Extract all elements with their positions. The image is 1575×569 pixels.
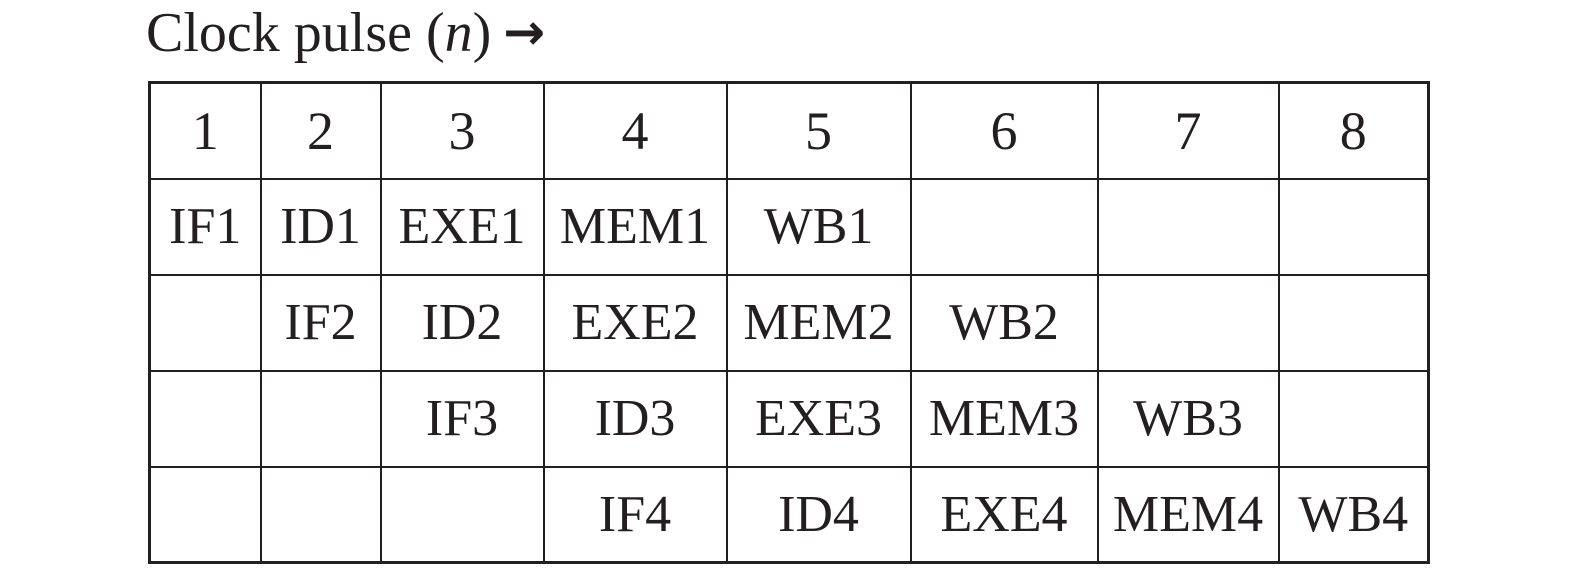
pipeline-stage-cell xyxy=(1277,177,1430,276)
clock-pulse-header-cell: 2 xyxy=(259,81,382,180)
pipeline-table: 1 2 3 4 5 6 7 8 IF1 ID1 EXE1 MEM1 WB1 xyxy=(148,81,1430,564)
pipeline-stage-cell: IF1 xyxy=(148,177,262,276)
clock-pulse-header-cell: 1 xyxy=(148,81,262,180)
pipeline-stage-cell xyxy=(1096,177,1280,276)
pipeline-stage-cell: EXE2 xyxy=(542,273,728,372)
pipeline-stage-cell xyxy=(1096,273,1280,372)
pipeline-stage-cell: EXE1 xyxy=(379,177,545,276)
pipeline-stage-cell: IF2 xyxy=(259,273,382,372)
instruction-1-row: IF1 ID1 EXE1 MEM1 WB1 xyxy=(148,177,1430,276)
right-arrow-icon: → xyxy=(503,3,546,61)
pipeline-stage-cell xyxy=(259,465,382,564)
pipeline-stage-cell xyxy=(909,177,1099,276)
title-prefix: Clock pulse ( xyxy=(146,2,445,64)
instruction-4-row: IF4 ID4 EXE4 MEM4 WB4 xyxy=(148,465,1430,564)
pipeline-stage-cell: IF3 xyxy=(379,369,545,468)
pipeline-stage-cell: EXE3 xyxy=(725,369,912,468)
pipeline-stage-cell: ID4 xyxy=(725,465,912,564)
instruction-2-row: IF2 ID2 EXE2 MEM2 WB2 xyxy=(148,273,1430,372)
pipeline-stage-cell xyxy=(148,369,262,468)
clock-pulse-header-cell: 8 xyxy=(1277,81,1430,180)
pipeline-stage-cell xyxy=(379,465,545,564)
pipeline-stage-cell: MEM2 xyxy=(725,273,912,372)
pipeline-stage-cell: EXE4 xyxy=(909,465,1099,564)
pipeline-stage-cell xyxy=(1277,273,1430,372)
title-suffix: ) xyxy=(472,2,492,64)
clock-pulse-header-cell: 5 xyxy=(725,81,912,180)
clock-pulse-header-cell: 7 xyxy=(1096,81,1280,180)
pipeline-stage-cell: MEM1 xyxy=(542,177,728,276)
pipeline-stage-cell xyxy=(259,369,382,468)
clock-pulse-header-row: 1 2 3 4 5 6 7 8 xyxy=(148,81,1430,180)
pipeline-stage-cell: ID1 xyxy=(259,177,382,276)
clock-pulse-header-cell: 3 xyxy=(379,81,545,180)
title-variable: n xyxy=(444,2,473,64)
pipeline-stage-cell: ID2 xyxy=(379,273,545,372)
clock-pulse-header-cell: 6 xyxy=(909,81,1099,180)
pipeline-stage-cell xyxy=(148,273,262,372)
instruction-3-row: IF3 ID3 EXE3 MEM3 WB3 xyxy=(148,369,1430,468)
pipeline-stage-cell xyxy=(1277,369,1430,468)
pipeline-stage-cell: WB2 xyxy=(909,273,1099,372)
pipeline-stage-cell xyxy=(148,465,262,564)
figure-title: Clock pulse (n)→ xyxy=(146,2,545,63)
pipeline-stage-cell: WB1 xyxy=(725,177,912,276)
pipeline-stage-cell: IF4 xyxy=(542,465,728,564)
pipeline-stage-cell: WB3 xyxy=(1096,369,1280,468)
pipeline-stage-cell: MEM4 xyxy=(1096,465,1280,564)
pipeline-stage-cell: MEM3 xyxy=(909,369,1099,468)
pipeline-stage-cell: WB4 xyxy=(1277,465,1430,564)
clock-pulse-header-cell: 4 xyxy=(542,81,728,180)
pipeline-stage-cell: ID3 xyxy=(542,369,728,468)
